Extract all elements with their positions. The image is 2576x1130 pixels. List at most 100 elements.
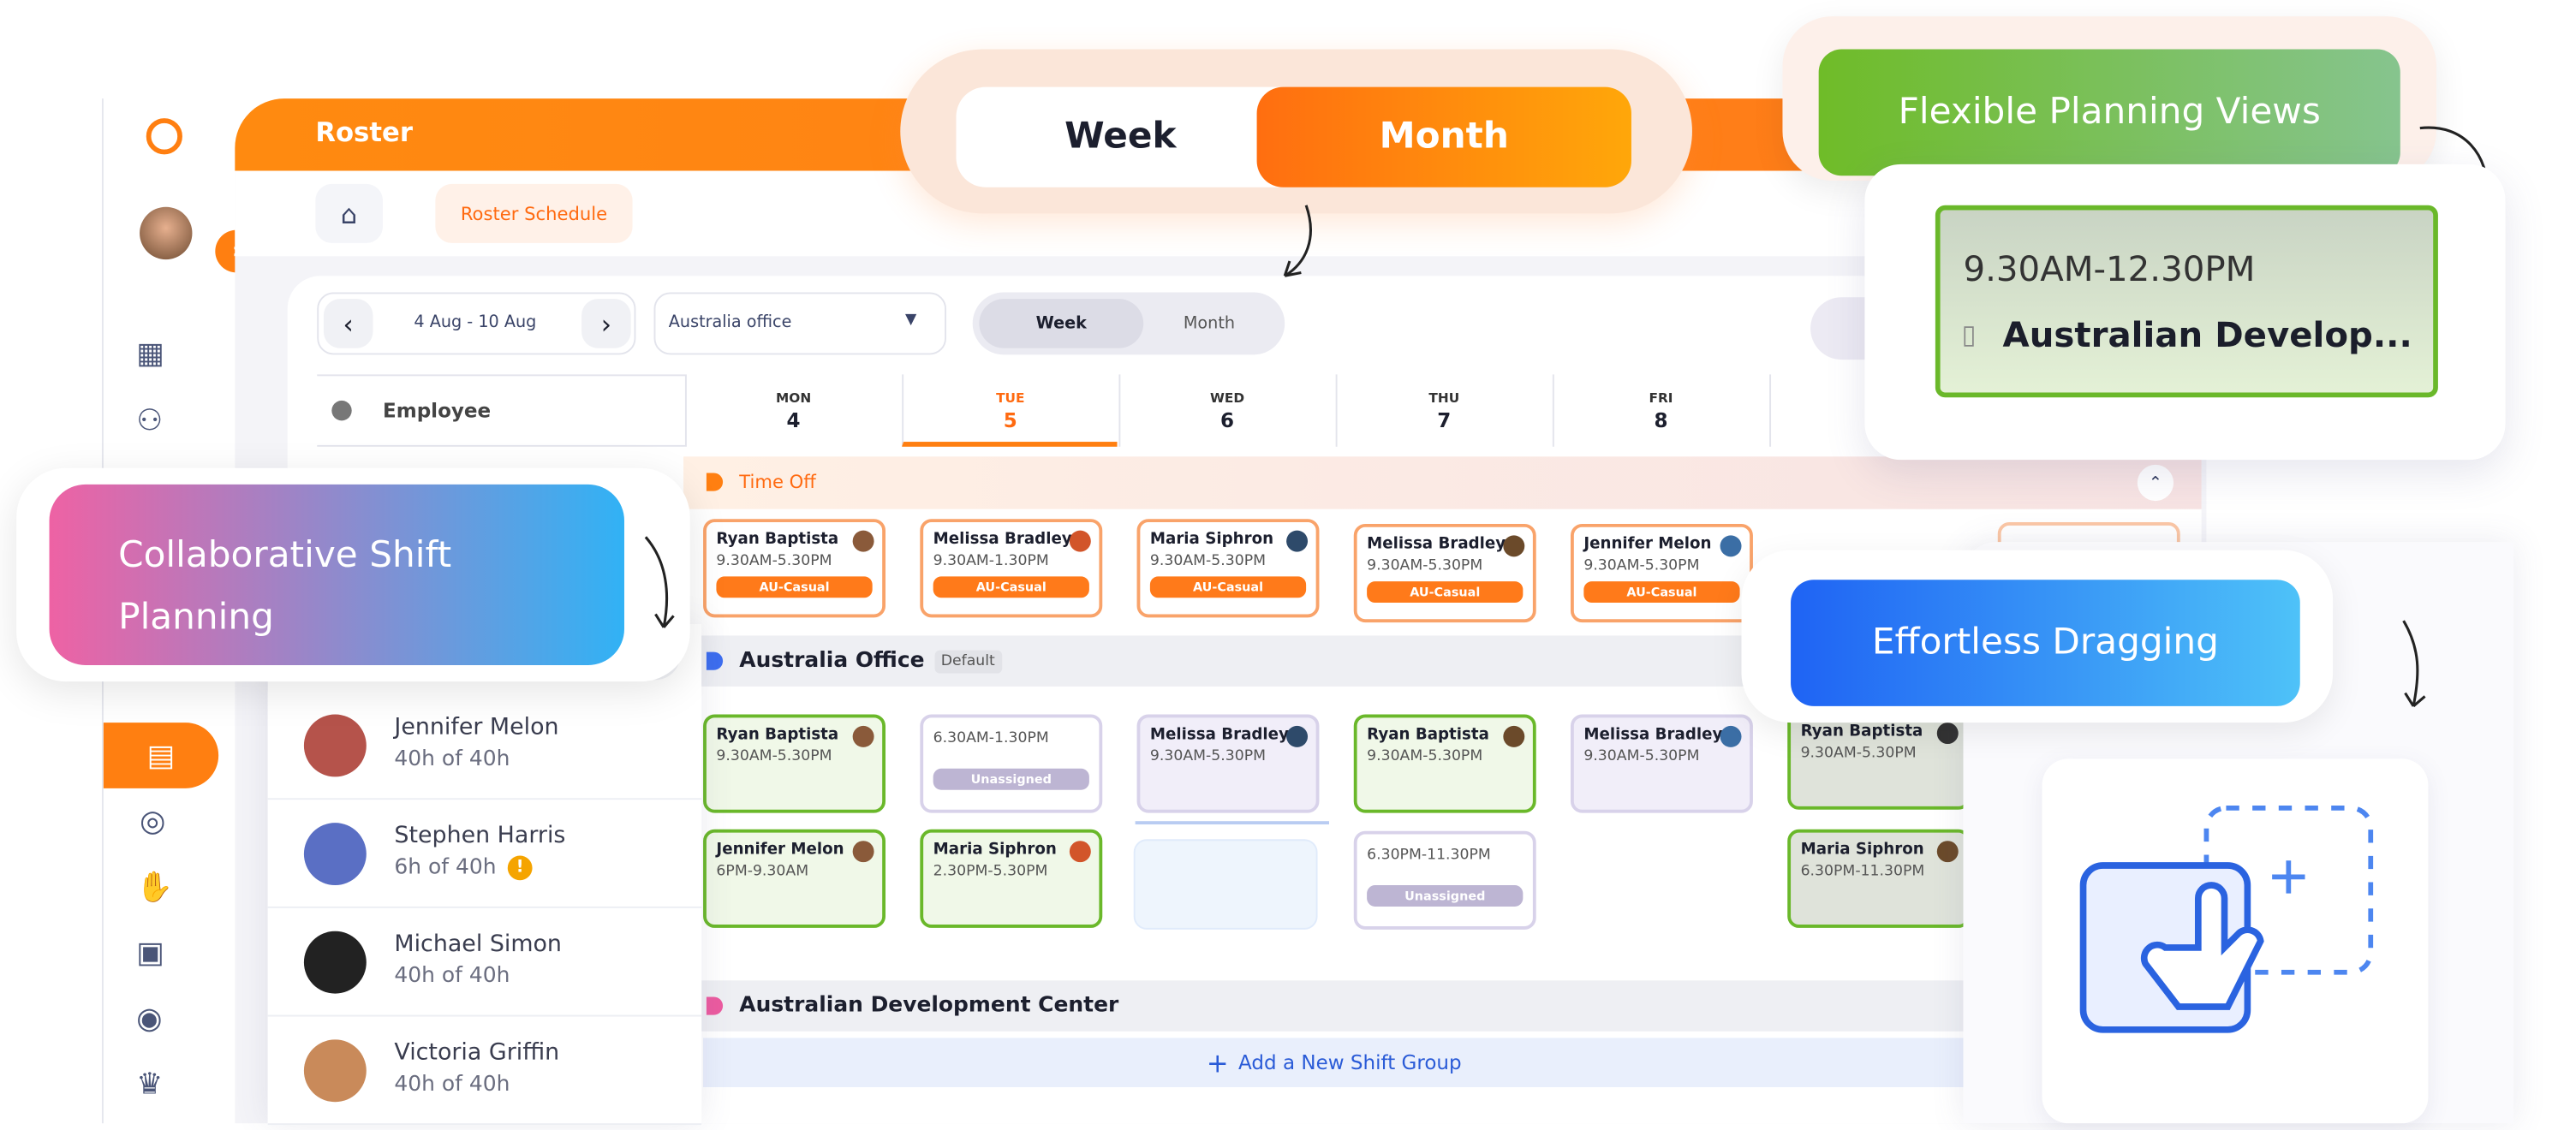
shift-tag: AU-Casual: [716, 576, 873, 598]
shift-preview-popup: 9.30AM-12.30PM ▯ Australian Develop...: [1864, 164, 2506, 461]
next-week-button[interactable]: ›: [581, 299, 631, 348]
date-range: 4 Aug - 10 Aug: [414, 313, 537, 332]
shift-employee: Maria Siphron: [1149, 530, 1274, 549]
employee-hours: 40h of 40h: [394, 746, 510, 772]
day-header-wed[interactable]: WED 6: [1118, 374, 1333, 447]
drag-hand-icon: [2079, 805, 2374, 1033]
day-number: 8: [1654, 408, 1668, 432]
location-select[interactable]: Australia office ▼: [653, 292, 946, 355]
avatar: [852, 841, 874, 863]
tab-month[interactable]: Month: [1183, 314, 1236, 333]
sidebar-item-roster-active[interactable]: ▤: [103, 723, 219, 788]
shift-card[interactable]: Melissa Bradley 9.30AM-5.30PM: [1136, 714, 1320, 813]
callout-month-tab[interactable]: Month: [1256, 86, 1631, 187]
preview-time: 9.30AM-12.30PM: [1963, 249, 2256, 289]
time-off-row[interactable]: Time Off ⌃: [683, 456, 2202, 509]
shift-time: 9.30AM-5.30PM: [1583, 558, 1700, 575]
avatar: [1720, 535, 1742, 557]
breadcrumb-roster-schedule[interactable]: Roster Schedule: [435, 183, 633, 243]
time-off-marker: [706, 473, 724, 491]
employee-list-item[interactable]: Victoria Griffin 40h of 40h: [267, 1016, 702, 1126]
shift-time: 2.30PM-5.30PM: [933, 864, 1048, 881]
avatar: [303, 931, 367, 994]
sidebar-item-target[interactable]: ◉: [136, 1002, 163, 1037]
avatar: [1720, 725, 1742, 747]
chevron-down-icon: ▼: [905, 312, 917, 329]
shift-time: 9.30AM-5.30PM: [1800, 745, 1917, 763]
avatar[interactable]: [140, 206, 193, 260]
shift-employee: Melissa Bradley: [1149, 725, 1289, 745]
shift-tag: AU-Casual: [1149, 576, 1307, 598]
employee-list-item[interactable]: Michael Simon 40h of 40h: [267, 907, 702, 1017]
page-title: Roster: [315, 116, 413, 148]
shift-employee: Melissa Bradley: [1367, 535, 1506, 554]
tab-week[interactable]: Week: [979, 299, 1144, 348]
home-button[interactable]: ⌂: [315, 183, 383, 243]
default-badge: Default: [934, 649, 1002, 673]
avatar: [852, 725, 874, 747]
time-off-card[interactable]: Jennifer Melon 9.30AM-5.30PM AU-Casual: [1570, 523, 1753, 623]
day-name: WED: [1209, 390, 1245, 406]
employee-name: Victoria Griffin: [394, 1039, 560, 1067]
sidebar-item-handshake[interactable]: ✋: [136, 870, 174, 906]
shift-time: 9.30AM-5.30PM: [1149, 748, 1267, 765]
day-header-fri[interactable]: FRI 8: [1552, 374, 1768, 447]
shift-employee: Jennifer Melon: [1583, 535, 1712, 554]
prev-week-button[interactable]: ‹: [323, 299, 373, 348]
avatar: [1286, 725, 1309, 747]
sidebar-item-award[interactable]: ♛: [136, 1067, 164, 1103]
avatar: [1503, 725, 1525, 747]
arrow-icon: [644, 536, 675, 628]
logo-icon: [146, 118, 182, 155]
employee-hours: 40h of 40h: [394, 964, 510, 989]
day-name: TUE: [996, 390, 1025, 406]
warning-icon: !: [507, 855, 533, 881]
employee-hours: 40h of 40h: [394, 1072, 510, 1097]
shift-tag: AU-Casual: [1367, 581, 1524, 604]
callout-week-tab[interactable]: Week: [956, 86, 1285, 187]
add-shift-group-button[interactable]: +Add a New Shift Group: [703, 1038, 1965, 1087]
shift-tag: AU-Casual: [1583, 581, 1740, 604]
day-name: FRI: [1649, 390, 1673, 406]
avatar: [1069, 841, 1091, 863]
employee-name: Michael Simon: [394, 931, 562, 958]
sidebar-item-org[interactable]: ▦: [136, 336, 164, 372]
person-icon: ●: [330, 392, 354, 424]
day-number: 4: [786, 408, 801, 432]
shift-time: 6PM-9.30AM: [716, 864, 809, 881]
employee-name: Stephen Harris: [394, 823, 566, 849]
shift-time: 9.30AM-5.30PM: [716, 553, 832, 570]
sidebar-item-presentation[interactable]: ▣: [136, 936, 164, 971]
shift-time: 6.30PM-11.30PM: [1800, 864, 1925, 881]
avatar: [1936, 841, 1959, 863]
shift-employee: Melissa Bradley: [933, 530, 1072, 549]
collapse-button[interactable]: ⌃: [2137, 464, 2174, 502]
unassigned-badge: Unassigned: [1367, 885, 1524, 907]
shift-preview-card[interactable]: 9.30AM-12.30PM ▯ Australian Develop...: [1935, 205, 2438, 398]
plus-icon: +: [1206, 1046, 1229, 1079]
day-number: 6: [1220, 408, 1235, 432]
drag-label: Effortless Dragging: [1791, 580, 2300, 706]
group-australian-development-center[interactable]: Australian Development Center: [683, 980, 1965, 1032]
sidebar-item-search-person[interactable]: ◎: [140, 805, 166, 840]
employee-column-header: ● Employee: [317, 374, 685, 447]
sidebar-item-team[interactable]: ⚇: [136, 403, 164, 439]
